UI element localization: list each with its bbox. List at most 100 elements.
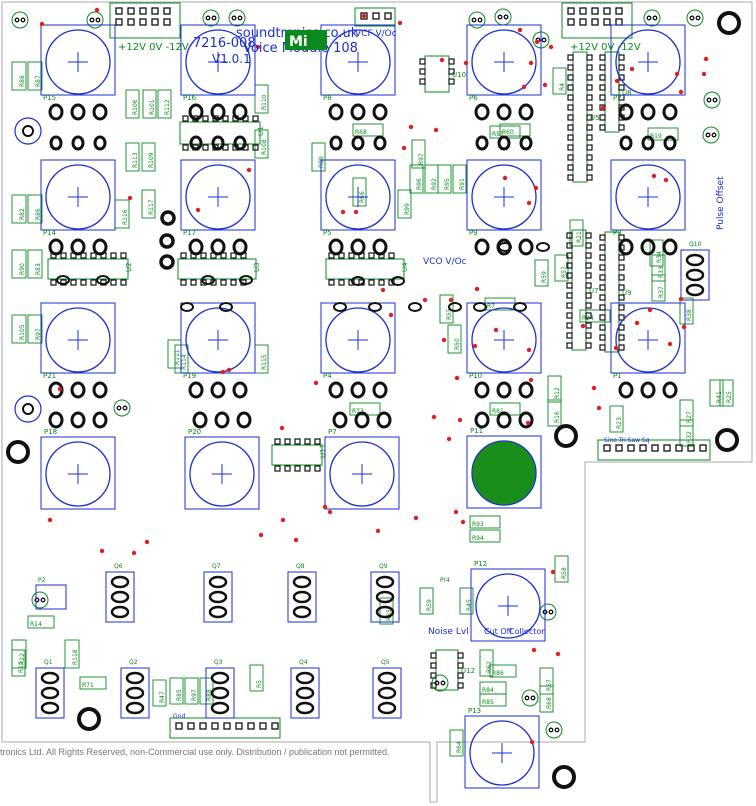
pot-knob-ring <box>325 164 391 230</box>
pot-knob-ring <box>471 164 537 230</box>
ic-pin <box>586 104 593 111</box>
pulse-offset-label: Pulse Offset <box>716 176 726 230</box>
cut-off-label: Cut Off <box>484 627 513 636</box>
resistor-ref: R57 <box>561 266 568 278</box>
header-pin <box>259 722 267 730</box>
ic-pin <box>585 272 592 279</box>
capacitor-pad <box>652 15 658 21</box>
socket-pad <box>210 701 230 715</box>
transistor-socket: Q7 <box>203 563 233 623</box>
ic-pin <box>457 672 464 679</box>
via-dot <box>327 509 333 515</box>
mounting-hole <box>77 707 101 731</box>
pot-pad <box>214 411 230 429</box>
via-dot <box>526 347 532 353</box>
pot-ref: P1 <box>613 372 622 380</box>
capacitor-pad <box>695 15 701 21</box>
header-pin <box>579 7 587 15</box>
logo-text: Mi <box>289 34 308 50</box>
resistor-outline <box>409 164 424 194</box>
ic-pin <box>314 438 321 445</box>
via-dot <box>448 297 454 303</box>
socket-pad <box>292 575 312 589</box>
pot-pad <box>70 238 86 256</box>
resistor: R67 <box>539 667 554 695</box>
pot-ref: P6 <box>469 94 478 102</box>
resistor-ref: R97 <box>418 153 425 165</box>
resistor: R47 <box>152 679 167 707</box>
pot-knob-ring <box>45 307 111 373</box>
ic-ref: U12 <box>461 667 475 675</box>
capacitor-pad <box>712 97 718 103</box>
ic-pin <box>599 294 606 301</box>
ic-pin <box>388 252 395 259</box>
resistor-ref: R64 <box>456 741 463 753</box>
header-pin <box>603 444 611 452</box>
resistor: R115 <box>254 344 269 374</box>
copyright-text: tronics Ltd. All Rights Reserved, non-Co… <box>0 747 390 757</box>
resistor-outline <box>679 399 694 427</box>
small-pad <box>536 242 550 252</box>
resistor-ref: R32 <box>686 431 693 443</box>
capacitor-pad <box>548 727 554 733</box>
j3-header-label: Sine Tri Saw Sq <box>604 437 650 444</box>
j4-header-label: Gnd <box>173 713 185 720</box>
socket-ref: Q1 <box>44 659 53 666</box>
socket-ref: Q4 <box>299 659 308 666</box>
pot-pad <box>475 135 489 151</box>
via-dot <box>431 414 437 420</box>
resistor-ref: R101 <box>149 99 156 115</box>
pot-pad <box>519 135 533 151</box>
pot-pad <box>618 381 634 399</box>
pad-layer <box>6 11 741 789</box>
via-dot <box>401 145 407 151</box>
pot-ref: P4 <box>323 372 332 380</box>
socket-pad <box>110 590 130 604</box>
resistor: R84 <box>479 681 507 695</box>
resistor-ref: R21 <box>576 231 583 243</box>
capacitor-pad <box>541 37 547 43</box>
via-dot <box>226 367 232 373</box>
via-dot <box>246 167 252 173</box>
resistor: R64 <box>449 729 464 757</box>
ic-outline <box>325 258 405 280</box>
ic-pin <box>252 144 259 151</box>
capacitor-pad <box>34 597 40 603</box>
socket-pad <box>110 605 130 619</box>
capacitor-outline <box>703 91 721 109</box>
ic-pin <box>618 294 625 301</box>
capacitor-outline <box>31 591 49 609</box>
resistor-ref: R106 <box>132 99 139 115</box>
pot-pad <box>188 381 204 399</box>
pot-pad <box>189 135 203 151</box>
resistor: R68 <box>352 123 384 137</box>
resistor: R117 <box>141 189 156 219</box>
resistor: R94 <box>469 529 501 543</box>
resistor: R58 <box>554 555 569 583</box>
via-dot <box>647 307 653 313</box>
pot-pad <box>48 238 64 256</box>
pot-ref: P17 <box>183 229 196 237</box>
header-pin <box>591 7 599 15</box>
potentiometer: P13 <box>464 707 540 789</box>
potentiometer: P17 <box>180 159 256 237</box>
ic-pin <box>618 84 625 91</box>
pot-pad <box>376 411 392 429</box>
pot-pad <box>328 381 344 399</box>
resistor-ref: R117 <box>148 199 155 215</box>
potentiometer: P6 <box>466 24 542 102</box>
via-dot <box>47 517 53 523</box>
ic-ref: U1 <box>257 126 265 136</box>
ic-pin <box>338 279 345 286</box>
ic-pin <box>567 94 574 101</box>
resistor-outline <box>64 639 80 669</box>
via-dot <box>388 312 394 318</box>
capacitor-pad <box>503 14 509 20</box>
header-pin <box>615 444 623 452</box>
transistor-socket: Q8 <box>287 563 317 623</box>
resistor-outline <box>11 314 27 344</box>
resistor-ref: R111 <box>174 349 181 365</box>
led-pad <box>22 403 34 415</box>
pot-pad <box>210 103 226 121</box>
